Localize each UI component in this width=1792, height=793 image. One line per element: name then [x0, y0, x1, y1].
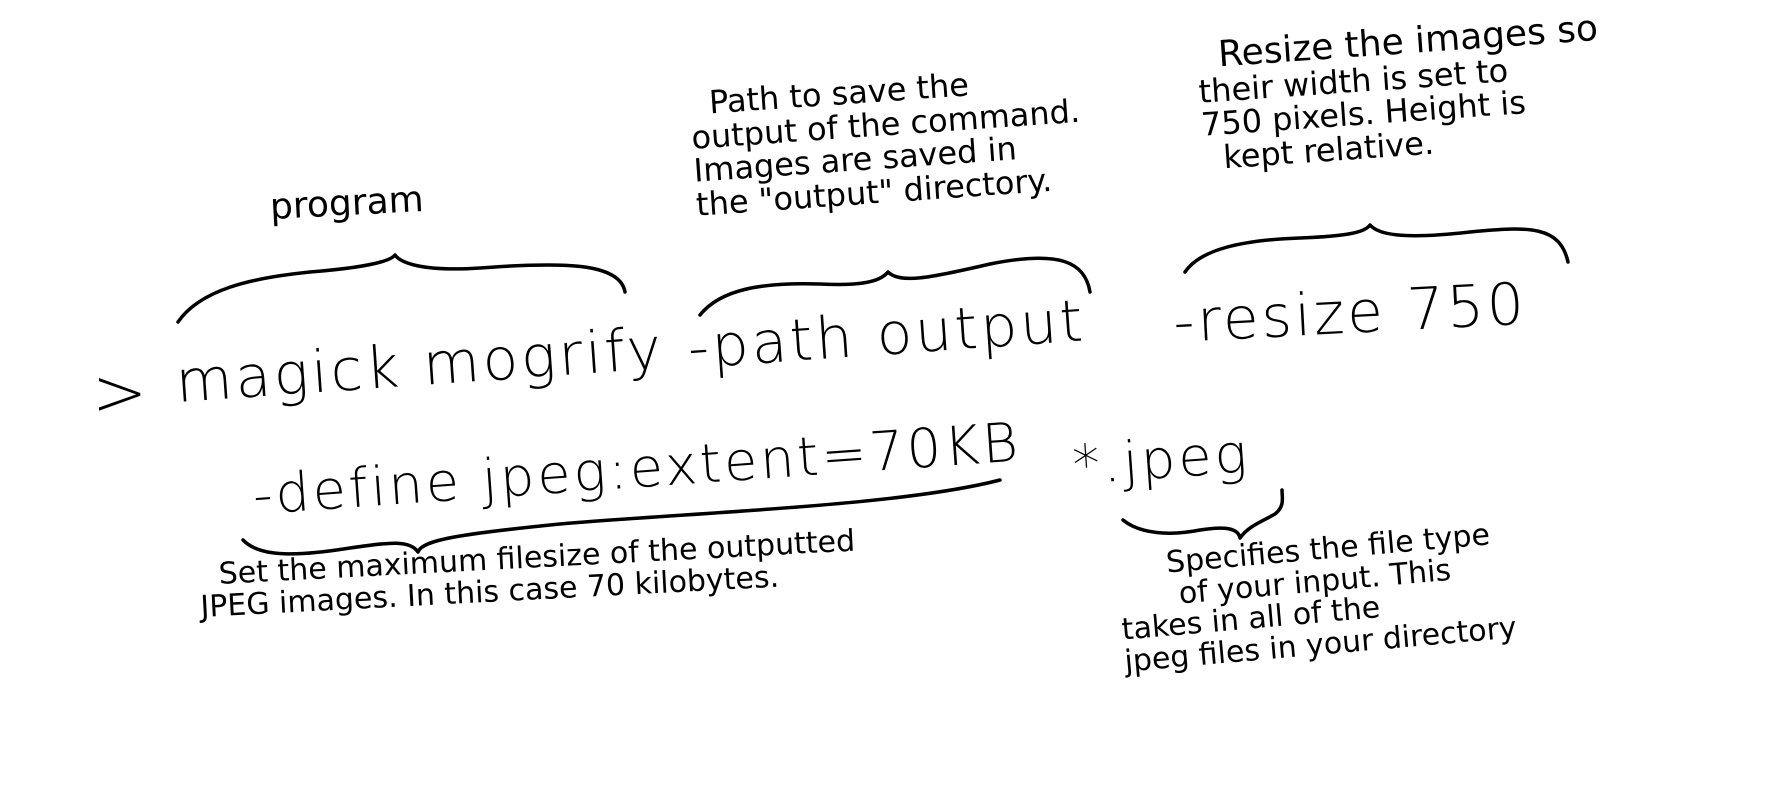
annotation-define: Set the maximum filesize of the outputte…	[198, 524, 857, 625]
brace-glob	[1121, 488, 1285, 540]
annotation-glob: Specifies the file type of your input. T…	[1115, 517, 1518, 679]
command-program: magick mogrify	[173, 314, 667, 416]
annotation-resize: Resize the images so their width is set …	[1195, 8, 1606, 176]
command-file-glob: *.jpeg	[1070, 421, 1252, 497]
brace-program	[176, 253, 627, 324]
brace-resize	[1183, 223, 1570, 274]
prompt-symbol: >	[92, 354, 151, 431]
command-resize-option: -resize 750	[1171, 269, 1529, 356]
annotation-path: Path to save the output of the command. …	[688, 61, 1086, 223]
annotation-program: program	[269, 179, 425, 228]
command-define-option: -define jpeg:extent=70KB	[250, 410, 1023, 527]
command-path-option: -path output	[685, 286, 1088, 382]
